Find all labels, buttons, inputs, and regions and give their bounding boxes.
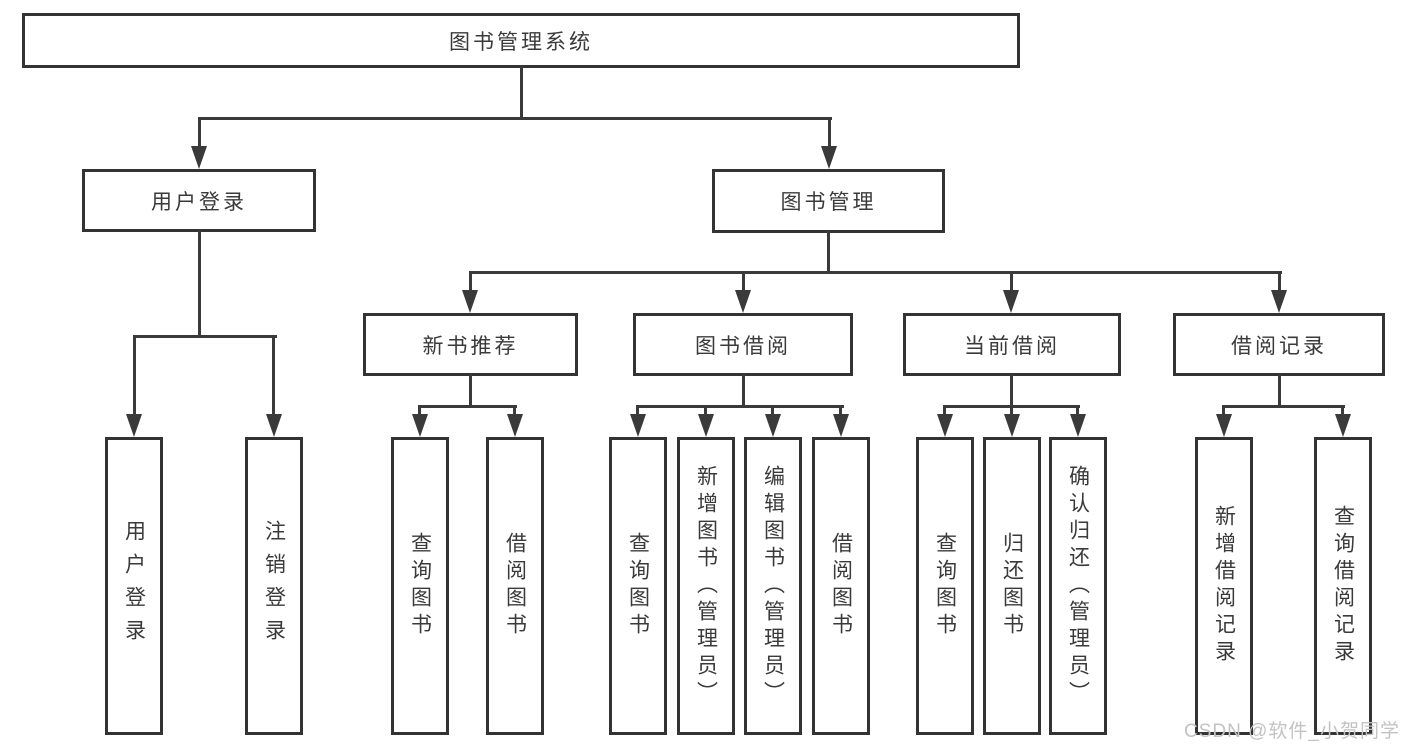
arrow-down-icon (507, 414, 523, 437)
csdn-watermark: CSDN @软件_小贺同学 (1184, 721, 1400, 742)
connector-level3-drop (742, 271, 745, 295)
arrow-down-icon (630, 414, 646, 437)
arrow-down-icon (1271, 290, 1287, 313)
leaf-query-books-current: 查询图书 (916, 437, 974, 735)
arrow-down-icon (937, 414, 953, 437)
node-current-borrowing: 当前借阅 (903, 313, 1121, 376)
connector-recommend-stem (469, 374, 472, 407)
arrow-down-icon (126, 414, 142, 437)
leaf-borrow-books-recommend: 借阅图书 (486, 437, 544, 735)
node-user-login: 用户登录 (82, 169, 316, 232)
connector-root-stem (520, 66, 523, 119)
connector-book-management-drop (828, 117, 831, 150)
leaf-logout-label: 注销登录 (262, 520, 286, 652)
node-book-borrowing-label: 图书借阅 (695, 334, 791, 358)
arrow-down-icon (1003, 290, 1019, 313)
connector-leaf-drop (1010, 405, 1013, 417)
node-root-label: 图书管理系统 (449, 30, 593, 54)
leaf-add-borrow-record-label: 新增借阅记录 (1212, 505, 1236, 667)
arrow-down-icon (765, 414, 781, 437)
connector-user-login-stem (198, 230, 201, 337)
leaf-logout: 注销登录 (245, 437, 303, 735)
connector-leaf-drop (1341, 405, 1344, 417)
leaf-query-books-borrowing: 查询图书 (609, 437, 667, 735)
connector-borrowing-stem (742, 374, 745, 407)
leaf-user-login-label: 用户登录 (122, 520, 146, 652)
connector-leaf-drop (272, 335, 275, 417)
connector-leaf-drop (943, 405, 946, 417)
node-borrowing-records-label: 借阅记录 (1231, 334, 1327, 358)
leaf-edit-books-admin-label: 编辑图书（管理员） (761, 464, 785, 708)
connector-level3-drop (469, 271, 472, 295)
node-user-login-label: 用户登录 (151, 190, 247, 214)
arrow-down-icon (462, 290, 478, 313)
leaf-query-borrow-record: 查询借阅记录 (1314, 437, 1372, 735)
arrow-down-icon (821, 146, 837, 169)
leaf-query-books-recommend: 查询图书 (391, 437, 449, 735)
connector-leaf-drop (636, 405, 639, 417)
connector-root-split (198, 117, 832, 120)
connector-book-management-split (469, 271, 1282, 274)
leaf-confirm-return-admin-label: 确认归还（管理员） (1066, 464, 1090, 708)
leaf-return-books: 归还图书 (983, 437, 1041, 735)
node-new-book-recommendation-label: 新书推荐 (422, 334, 519, 358)
connector-leaf-drop (704, 405, 707, 417)
connector-leaf-drop (1076, 405, 1079, 417)
connector-leaf-drop (1222, 405, 1225, 417)
arrow-down-icon (735, 290, 751, 313)
arrow-down-icon (833, 414, 849, 437)
arrow-down-icon (266, 414, 282, 437)
arrow-down-icon (1216, 414, 1232, 437)
leaf-query-books-borrowing-label: 查询图书 (626, 532, 650, 640)
connector-level3-drop (1010, 271, 1013, 295)
leaf-query-books-current-label: 查询图书 (933, 532, 957, 640)
leaf-return-books-label: 归还图书 (1000, 532, 1024, 640)
node-current-borrowing-label: 当前借阅 (964, 334, 1060, 358)
leaf-user-login: 用户登录 (105, 437, 163, 735)
connector-leaf-drop (418, 405, 421, 417)
leaf-query-borrow-record-label: 查询借阅记录 (1331, 505, 1355, 667)
connector-recommend-split (418, 405, 517, 408)
arrow-down-icon (412, 414, 428, 437)
node-book-management: 图书管理 (712, 169, 945, 233)
connector-leaf-drop (839, 405, 842, 417)
leaf-add-books-admin-label: 新增图书（管理员） (694, 464, 718, 708)
arrow-down-icon (191, 146, 207, 169)
leaf-borrow-books-borrowing-label: 借阅图书 (829, 532, 853, 640)
leaf-add-borrow-record: 新增借阅记录 (1195, 437, 1253, 735)
connector-current-stem (1010, 374, 1013, 407)
leaf-borrow-books-recommend-label: 借阅图书 (503, 532, 527, 640)
connector-leaf-drop (771, 405, 774, 417)
node-book-management-label: 图书管理 (780, 191, 877, 214)
connector-book-management-stem (827, 231, 830, 273)
leaf-query-books-recommend-label: 查询图书 (408, 532, 432, 640)
arrow-down-icon (1335, 414, 1351, 437)
arrow-down-icon (698, 414, 714, 437)
node-new-book-recommendation: 新书推荐 (363, 313, 578, 376)
leaf-confirm-return-admin: 确认归还（管理员） (1049, 437, 1107, 735)
connector-user-login-drop (198, 117, 201, 150)
leaf-borrow-books-borrowing: 借阅图书 (812, 437, 870, 735)
connector-leaf-drop (513, 405, 516, 417)
node-borrowing-records: 借阅记录 (1173, 313, 1385, 376)
arrow-down-icon (1070, 414, 1086, 437)
connector-borrowing-split (636, 405, 844, 408)
connector-leaf-drop (133, 335, 136, 417)
connector-records-stem (1278, 374, 1281, 407)
connector-records-split (1222, 405, 1345, 408)
node-book-borrowing: 图书借阅 (633, 313, 853, 376)
connector-user-login-split (133, 335, 277, 338)
arrow-down-icon (1004, 414, 1020, 437)
leaf-edit-books-admin: 编辑图书（管理员） (744, 437, 802, 735)
leaf-add-books-admin: 新增图书（管理员） (677, 437, 735, 735)
connector-level3-drop (1278, 271, 1281, 295)
node-root: 图书管理系统 (22, 13, 1020, 68)
